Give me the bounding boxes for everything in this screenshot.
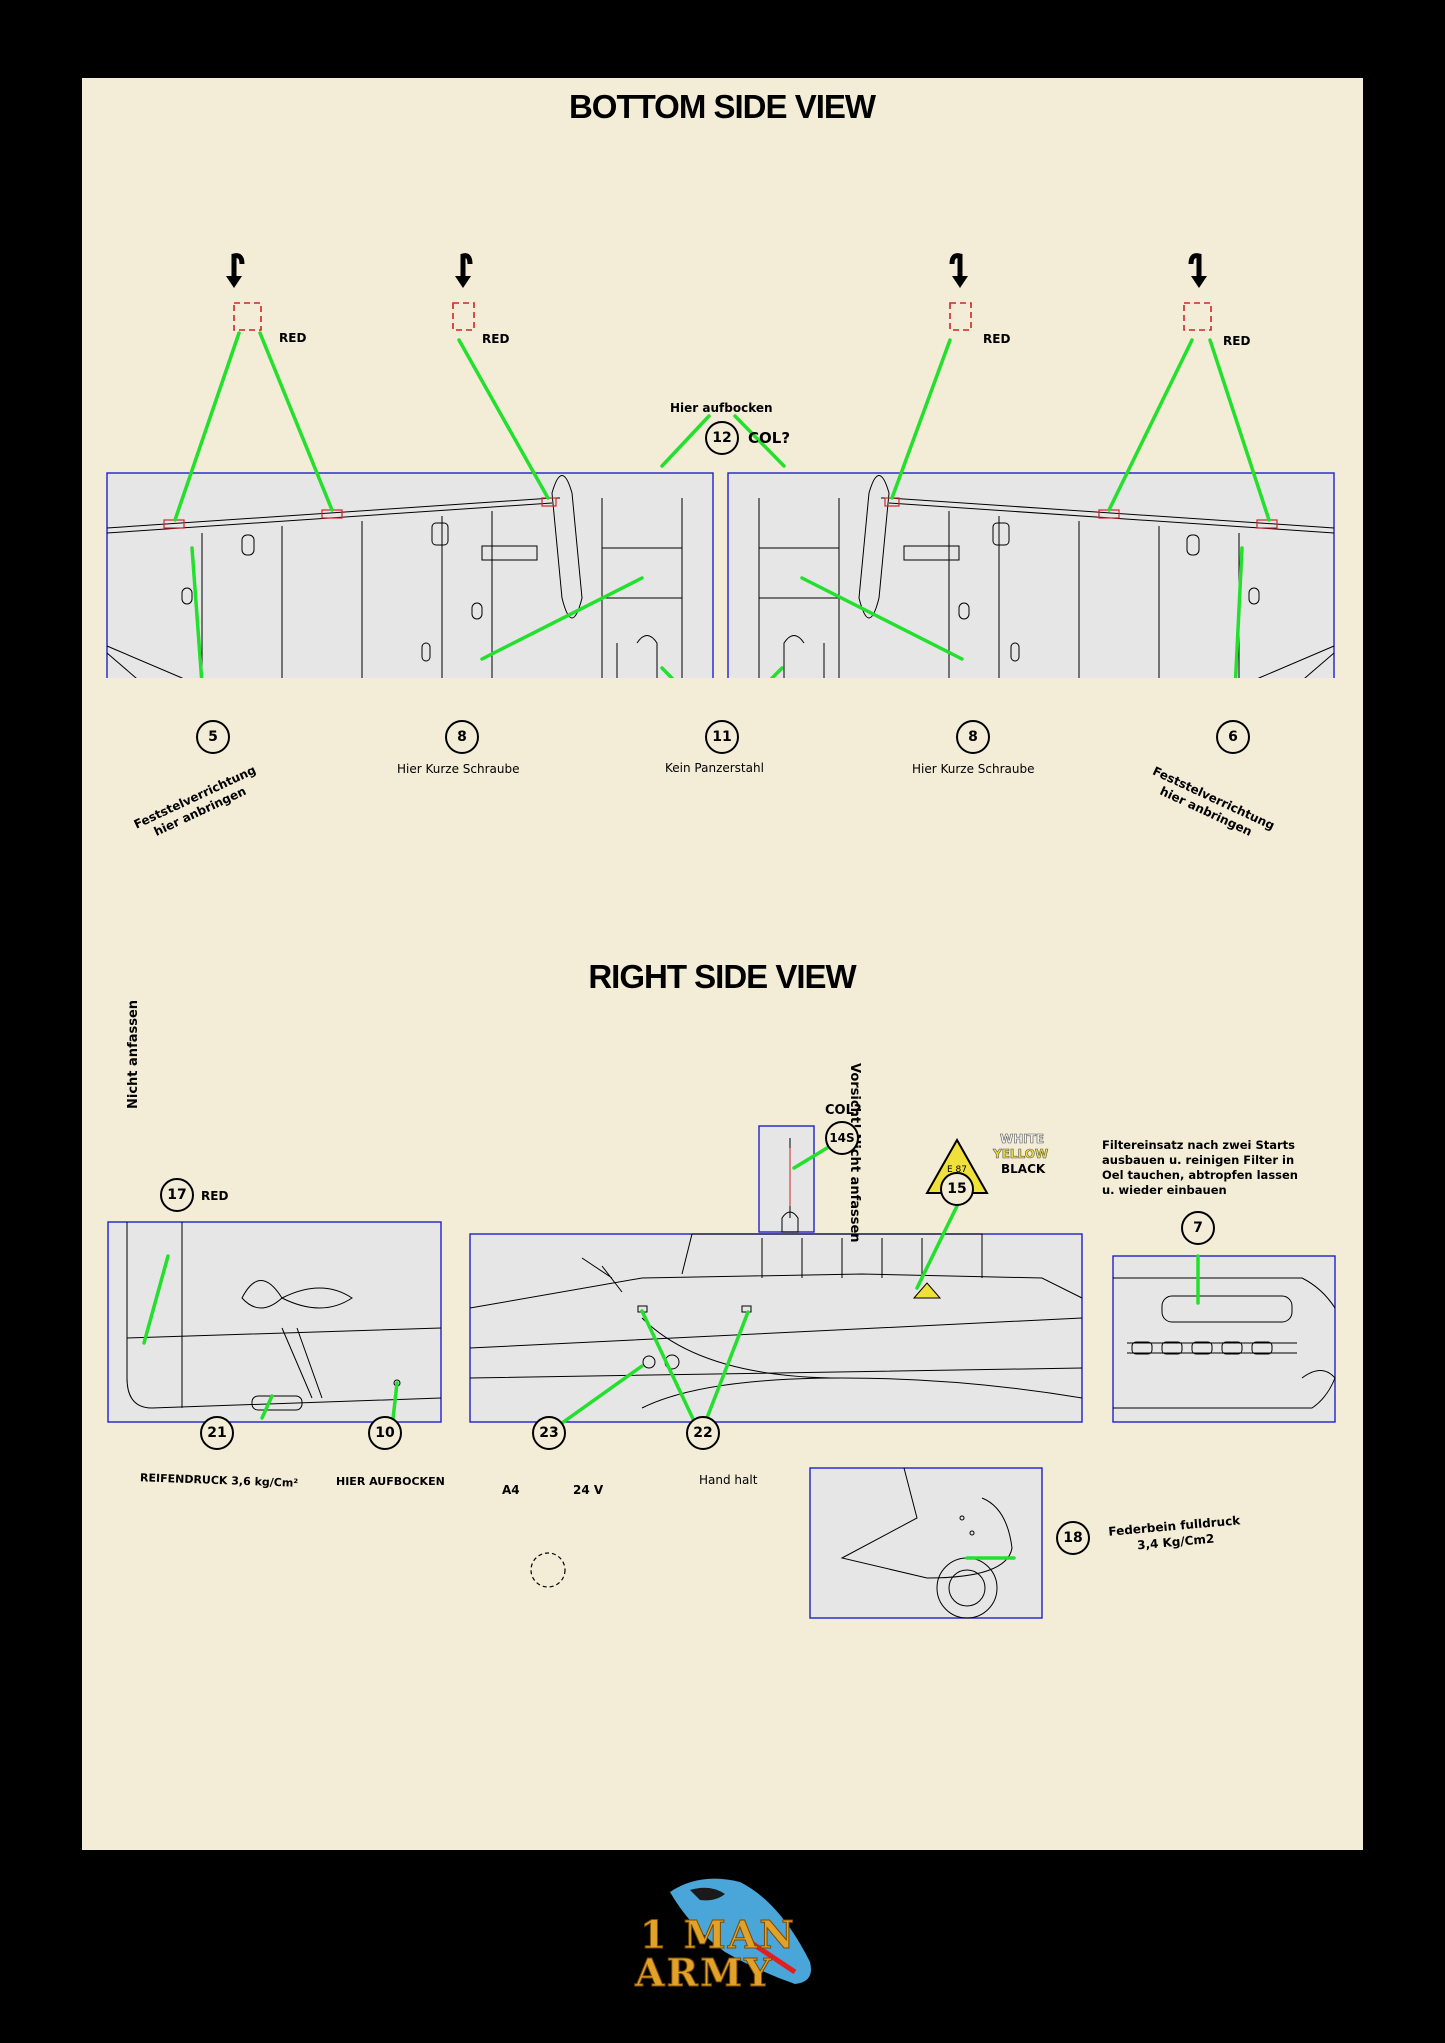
feststel-label-right: Feststelverrichtung hier anbringen — [1150, 763, 1277, 839]
logo-line-2: ARMY — [634, 1950, 774, 1996]
callout-17: 17 — [160, 1178, 194, 1212]
right-view-title: RIGHT SIDE VIEW — [588, 958, 856, 995]
callout-22: 22 — [686, 1416, 720, 1450]
callout-14s: 14S — [825, 1121, 859, 1155]
callout-10: 10 — [368, 1416, 402, 1450]
filter-note: Filtereinsatz nach zwei Starts ausbauen … — [1102, 1138, 1298, 1197]
red-label: RED — [279, 331, 307, 345]
bottom-view-title: BOTTOM SIDE VIEW — [568, 88, 876, 125]
hier-aufbocken-label: Hier aufbocken — [670, 401, 773, 415]
callout-12: 12 — [705, 421, 739, 455]
one-man-army-logo: 1 MAN ARMY — [630, 1872, 820, 1996]
color-yellow: YELLOW — [993, 1147, 1049, 1162]
callout-6: 6 — [1216, 720, 1250, 754]
nicht-anfassen-label: Nicht anfassen — [126, 999, 141, 1109]
red-label: RED — [1223, 334, 1251, 348]
color-black: BLACK — [1001, 1162, 1046, 1176]
a4-label: A4 — [502, 1483, 520, 1497]
kurze-schraube-label: Hier Kurze Schraube — [397, 762, 520, 776]
24v-label: 24 V — [573, 1483, 604, 1497]
hier-aufbocken-label: HIER AUFBOCKEN — [336, 1475, 445, 1488]
callout-8: 8 — [956, 720, 990, 754]
callout-23: 23 — [532, 1416, 566, 1450]
callout-8: 8 — [445, 720, 479, 754]
red-label: RED — [201, 1189, 229, 1203]
kein-panzerstahl-label: Kein Panzerstahl — [665, 761, 764, 775]
callout-18: 18 — [1056, 1521, 1090, 1555]
red-label: RED — [482, 332, 510, 346]
callout-7: 7 — [1181, 1211, 1215, 1245]
bottom-view-drawing — [106, 253, 1335, 678]
callout-11: 11 — [705, 720, 739, 754]
right-view-drawing — [107, 1125, 1336, 1619]
feststel-label-left: Feststelverrichtung hier anbringen — [131, 762, 259, 839]
logo-line-1: 1 MAN — [640, 1912, 796, 1958]
kurze-schraube-label: Hier Kurze Schraube — [912, 762, 1035, 776]
sign-code: E 87 — [947, 1165, 967, 1175]
col-query-label: COL? — [825, 1103, 862, 1118]
callout-5: 5 — [196, 720, 230, 754]
red-label: RED — [983, 332, 1011, 346]
col-query-label: COL? — [748, 429, 791, 447]
hand-halt-label: Hand halt — [699, 1473, 758, 1487]
decal-sheet: BOTTOM SIDE VIEW — [82, 78, 1363, 1850]
callout-21: 21 — [200, 1416, 234, 1450]
eagle-head-icon — [670, 1878, 811, 1984]
curved-arrow-icon — [231, 253, 1202, 278]
color-white: WHITE — [1000, 1132, 1045, 1147]
callout-15: 15 — [940, 1172, 974, 1206]
